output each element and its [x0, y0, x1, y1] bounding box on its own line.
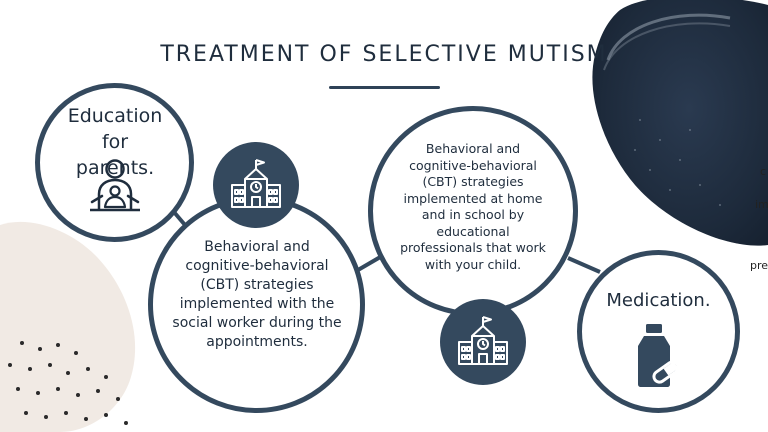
education-label: Education for parents. [67, 105, 163, 179]
decorative-dark-blob [592, 0, 768, 246]
connector-social-school [356, 254, 384, 272]
decorative-beige-wash [0, 221, 136, 432]
node-social-worker-strategies [148, 196, 365, 413]
side-fragment-2: im [755, 198, 768, 211]
side-fragment-3: pre [750, 259, 768, 272]
medication-label: Medication. [606, 290, 711, 311]
school-building-icon [458, 316, 508, 365]
school-label: Behavioral and cognitive-behavioral (CBT… [400, 141, 546, 272]
page-title: TREATMENT OF SELECTIVE MUTISM [160, 42, 608, 67]
school-icon-disc-a [213, 142, 299, 228]
school-building-icon [231, 159, 281, 208]
medicine-bottle-icon [638, 324, 680, 387]
parent-child-icon [90, 159, 140, 212]
decorative-dots [8, 341, 128, 425]
school-icon-disc-b [440, 299, 526, 385]
social-worker-label: Behavioral and cognitive-behavioral (CBT… [172, 239, 342, 350]
node-school-strategies [368, 106, 578, 316]
side-fragment-1: c [760, 165, 767, 178]
title-underline [329, 86, 440, 89]
node-education-for-parents [35, 83, 194, 242]
connector-school-medication [567, 256, 601, 274]
